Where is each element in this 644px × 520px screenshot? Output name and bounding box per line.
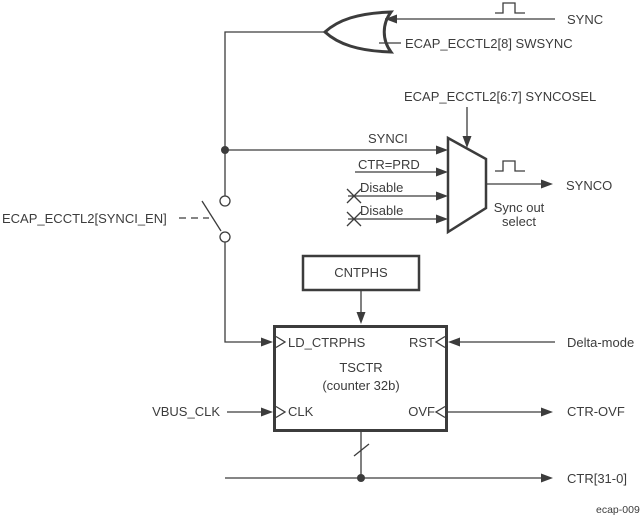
mux-caption-line1: Sync out [494, 200, 545, 215]
ctr-ovf-arrowhead [541, 407, 553, 417]
swsync-label: ECAP_ECCTL2[8] SWSYNC [405, 36, 573, 51]
tsctr-subtitle: (counter 32b) [322, 378, 399, 393]
switch-contact-top [219, 195, 231, 207]
switch-lever [201, 200, 222, 232]
tsctr-title: TSCTR [339, 360, 382, 375]
delta-mode-arrowhead [448, 337, 460, 347]
disable1-arrowhead [436, 191, 448, 201]
switch-contact-bottom [219, 231, 231, 243]
ld-ctrphs-arrowhead [261, 337, 273, 347]
cntphs-label: CNTPHS [334, 265, 388, 280]
ovf-port-chevron [434, 405, 446, 419]
mux-caption-line2: select [502, 214, 536, 229]
bus-slash-icon [353, 443, 370, 457]
port-clk-label: CLK [288, 404, 314, 419]
sync-pulse-icon [495, 2, 525, 14]
mux-input-disable1-label: Disable [360, 180, 403, 195]
syncosel-label: ECAP_ECCTL2[6:7] SYNCOSEL [404, 89, 596, 104]
tsctr-box [273, 325, 448, 432]
delta-mode-label: Delta-mode [567, 335, 634, 350]
or-output-wire [224, 31, 326, 196]
ctr-bus-arrowhead [541, 473, 553, 483]
cntphs-arrowhead [356, 312, 366, 324]
mux-input-ctr-prd-label: CTR=PRD [358, 157, 420, 172]
ctr-ovf-label: CTR-OVF [567, 404, 625, 419]
disable1-x-icon [346, 188, 362, 204]
sync-label: SYNC [567, 12, 603, 27]
port-rst-label: RST [409, 335, 435, 350]
sync-arrowhead [385, 14, 397, 24]
port-ovf-label: OVF [408, 404, 435, 419]
cntphs-box [301, 254, 421, 292]
syncosel-arrowhead [462, 136, 472, 148]
sync-out-mux [446, 135, 488, 235]
ctr-bus-label: CTR[31-0] [567, 471, 627, 486]
or-gate [322, 10, 395, 54]
port-ld-ctrphs-label: LD_CTRPHS [288, 335, 366, 350]
ld-ctrphs-wire [224, 242, 263, 343]
ctr-prd-arrowhead [436, 167, 448, 177]
synco-label: SYNCO [566, 178, 612, 193]
synco-pulse-icon [495, 160, 525, 172]
mux-input-synci-label: SYNCI [368, 131, 408, 146]
rst-port-chevron [434, 335, 446, 349]
vbus-clk-arrowhead [261, 407, 273, 417]
disable2-arrowhead [436, 214, 448, 224]
clk-port-chevron [275, 405, 287, 419]
synco-arrowhead [541, 179, 553, 189]
disable2-x-icon [346, 211, 362, 227]
mux-input-disable2-label: Disable [360, 203, 403, 218]
synci-arrowhead [436, 145, 448, 155]
figure-id-label: ecap-009 [596, 504, 640, 516]
vbus-clk-label: VBUS_CLK [152, 404, 220, 419]
ld-ctrphs-port-chevron [275, 335, 287, 349]
synci-en-label: ECAP_ECCTL2[SYNCI_EN] [2, 211, 167, 226]
